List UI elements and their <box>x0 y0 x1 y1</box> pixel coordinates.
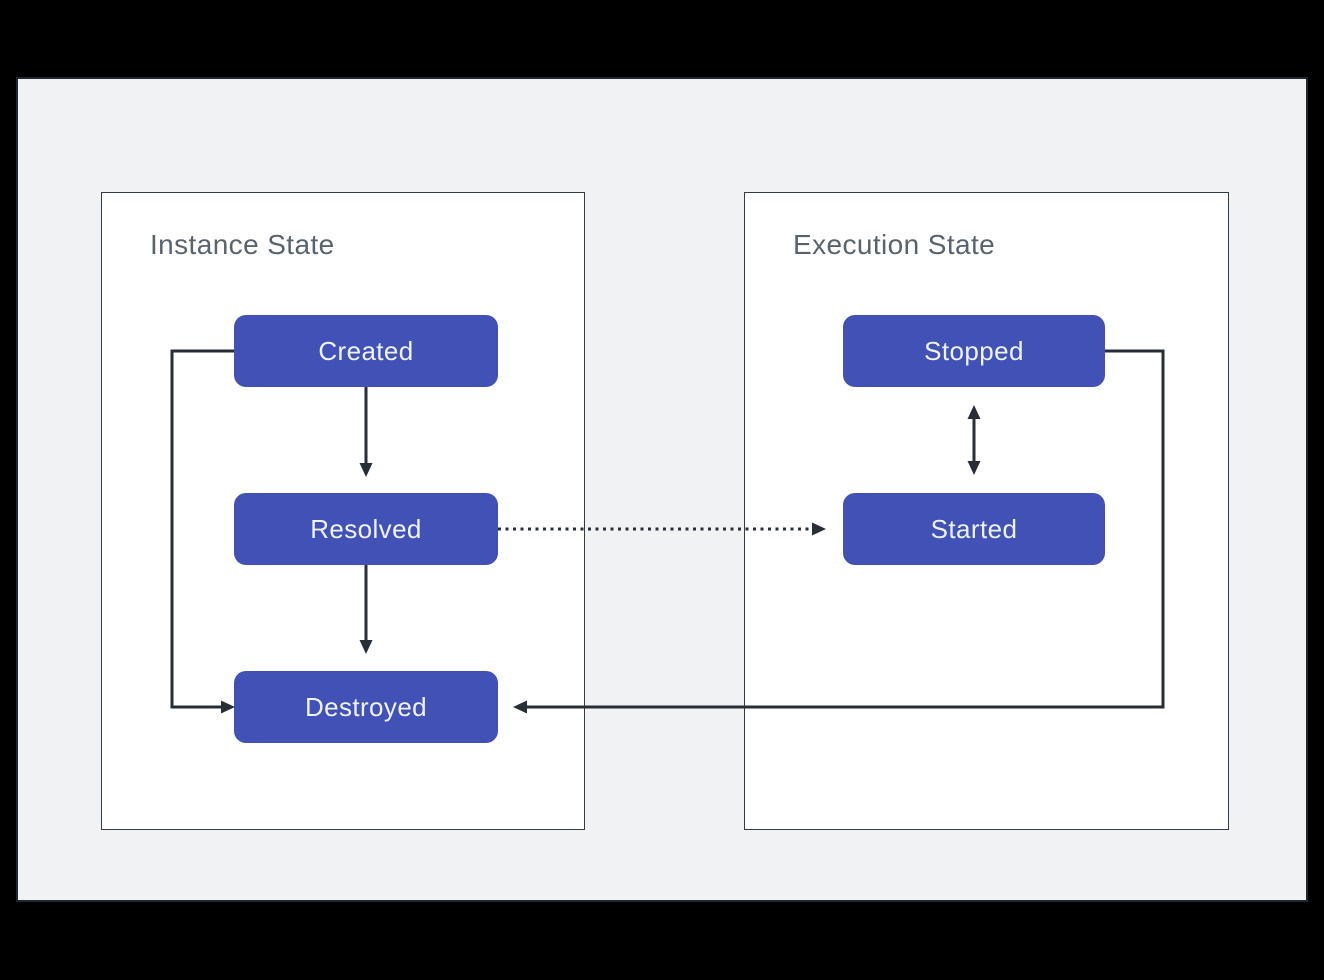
diagram-canvas: Instance State Execution State Created R… <box>16 77 1308 902</box>
node-destroyed: Destroyed <box>234 671 498 743</box>
node-resolved: Resolved <box>234 493 498 565</box>
node-stopped: Stopped <box>843 315 1105 387</box>
panel-instance-state-title: Instance State <box>150 229 335 260</box>
node-started: Started <box>843 493 1105 565</box>
node-created: Created <box>234 315 498 387</box>
panel-execution-state-title: Execution State <box>793 229 996 260</box>
